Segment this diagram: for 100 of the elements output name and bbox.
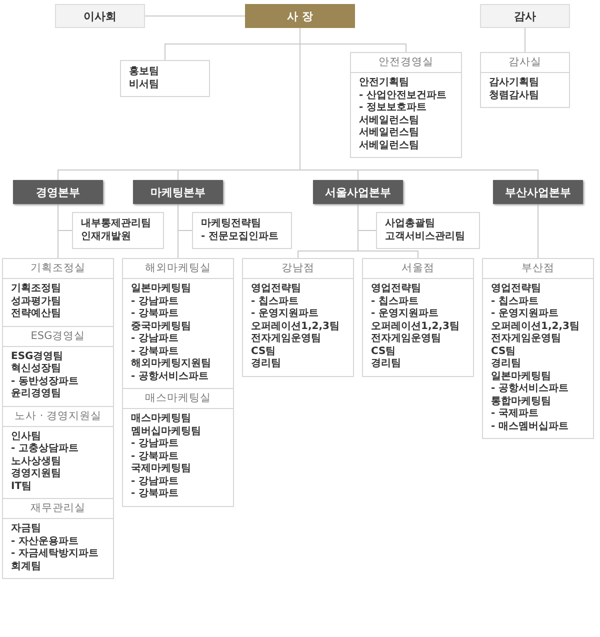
team-item: IT팀 (11, 480, 33, 493)
team-item: 서베일런스팀 (359, 127, 420, 140)
team-item: - 고충상담파트 (11, 443, 80, 456)
team-item: - 전문모집인파트 (201, 230, 280, 243)
team-item: 성과평가팀 (11, 296, 62, 308)
team-box (376, 212, 480, 249)
division-box (13, 180, 103, 204)
team-item: - 매스멤버십파트 (491, 420, 570, 433)
team-item: - 강북파트 (131, 308, 180, 320)
team-item: 기획조정팀 (11, 283, 62, 296)
department-box (480, 52, 570, 108)
team-item: - 강북파트 (131, 450, 180, 463)
department-box (122, 258, 234, 389)
team-item: 경리팀 (371, 358, 402, 370)
team-item: 오퍼레이션1,2,3팀 (491, 320, 580, 333)
team-item: 오퍼레이션1,2,3팀 (371, 320, 460, 333)
box-title: 경영본부 (36, 184, 80, 200)
department-heading: 감사실 (481, 53, 569, 73)
department-heading: 기획조정실 (3, 259, 113, 279)
team-box (192, 212, 292, 249)
team-item: 경영지원팀 (11, 468, 62, 480)
team-item: 일본마케팅팀 (491, 370, 552, 383)
department-heading: 안전경영실 (351, 53, 461, 73)
team-item: 인재개발원 (81, 230, 132, 243)
box-title: 감사 (514, 8, 536, 24)
team-item: - 칩스파트 (371, 296, 420, 308)
team-item: 전자게임운영팀 (491, 333, 562, 346)
team-item: 매스마케팅팀 (131, 413, 192, 426)
box-title: 마케팅본부 (150, 184, 206, 200)
team-item: - 강남파트 (131, 476, 180, 488)
department-box (122, 388, 234, 506)
team-item: - 강남파트 (131, 438, 180, 450)
team-item: - 국제파트 (491, 408, 540, 420)
department-heading: 부산점 (483, 259, 593, 279)
box-title: 부산사업본부 (505, 184, 571, 200)
team-item: 자금팀 (11, 523, 42, 536)
team-item: 통합마케팅팀 (491, 396, 552, 408)
team-item: 비서팀 (129, 78, 160, 91)
team-item: 혁신성장팀 (11, 363, 62, 376)
team-item: - 자산운용파트 (11, 536, 80, 548)
team-item: 멤버십마케팅팀 (131, 426, 202, 438)
team-item: 영업전략팀 (371, 283, 422, 296)
department-box (2, 258, 114, 326)
team-item: 내부통제관리팀 (81, 218, 152, 230)
team-item: - 운영지원파트 (371, 308, 440, 320)
team-item: CS팀 (371, 346, 397, 358)
team-item: - 칩스파트 (491, 296, 540, 308)
team-item: 중국마케팅팀 (131, 320, 192, 333)
team-item: - 칩스파트 (251, 296, 300, 308)
division-box (313, 180, 403, 204)
team-item: 마케팅전략팀 (201, 218, 262, 230)
department-heading: 해외마케팅실 (123, 259, 233, 279)
box-title: 사 장 (287, 8, 313, 24)
team-item: - 강북파트 (131, 346, 180, 358)
team-item: CS팀 (251, 346, 277, 358)
department-box (2, 406, 114, 499)
team-item: - 강남파트 (131, 296, 180, 308)
box-title: 서울사업본부 (325, 184, 391, 200)
team-item: - 정보보호파트 (359, 102, 428, 114)
team-item: - 동반성장파트 (11, 376, 80, 388)
team-item: 해외마케팅지원팀 (131, 358, 212, 370)
department-box (482, 258, 594, 439)
org-box (55, 4, 145, 28)
team-item: 고객서비스관리팀 (385, 230, 466, 243)
team-item: 사업총괄팀 (385, 218, 436, 230)
department-box (2, 498, 114, 579)
division-box (133, 180, 223, 204)
department-heading: ESG경영실 (3, 326, 113, 346)
team-item: - 강북파트 (131, 488, 180, 500)
team-item: 안전기획팀 (359, 77, 410, 90)
team-item: 전자게임운영팀 (251, 333, 322, 346)
team-item: - 산업안전보건파트 (359, 90, 448, 102)
connector-line (524, 28, 526, 52)
team-item: 영업전략팀 (491, 283, 542, 296)
team-item: - 자금세탁방지파트 (11, 548, 100, 560)
team-item: 회계팀 (11, 560, 42, 573)
team-item: - 공항서비스파트 (131, 370, 210, 383)
team-item: 인사팀 (11, 430, 42, 443)
team-item: - 공항서비스파트 (491, 383, 570, 396)
team-item: 청렴감사팀 (489, 90, 540, 102)
division-box (493, 180, 583, 204)
department-heading: 서울점 (363, 259, 473, 279)
connector-line (358, 204, 418, 258)
team-item: 오퍼레이션1,2,3팀 (251, 320, 340, 333)
team-item: 윤리경영팀 (11, 388, 62, 400)
department-heading: 매스마케팅실 (123, 389, 233, 409)
team-box (120, 60, 210, 97)
department-box (2, 326, 114, 406)
department-heading: 노사 · 경영지원실 (3, 406, 113, 426)
team-item: CS팀 (491, 346, 517, 358)
department-box (362, 258, 474, 376)
team-item: 경리팀 (491, 358, 522, 370)
team-item: 일본마케팅팀 (131, 283, 192, 296)
team-item: 홍보팀 (129, 66, 160, 78)
team-box (72, 212, 164, 249)
team-item: 경리팀 (251, 358, 282, 370)
department-box (242, 258, 354, 376)
team-item: 서베일런스팀 (359, 114, 420, 127)
department-heading: 재무관리실 (3, 499, 113, 519)
department-heading: 강남점 (243, 259, 353, 279)
